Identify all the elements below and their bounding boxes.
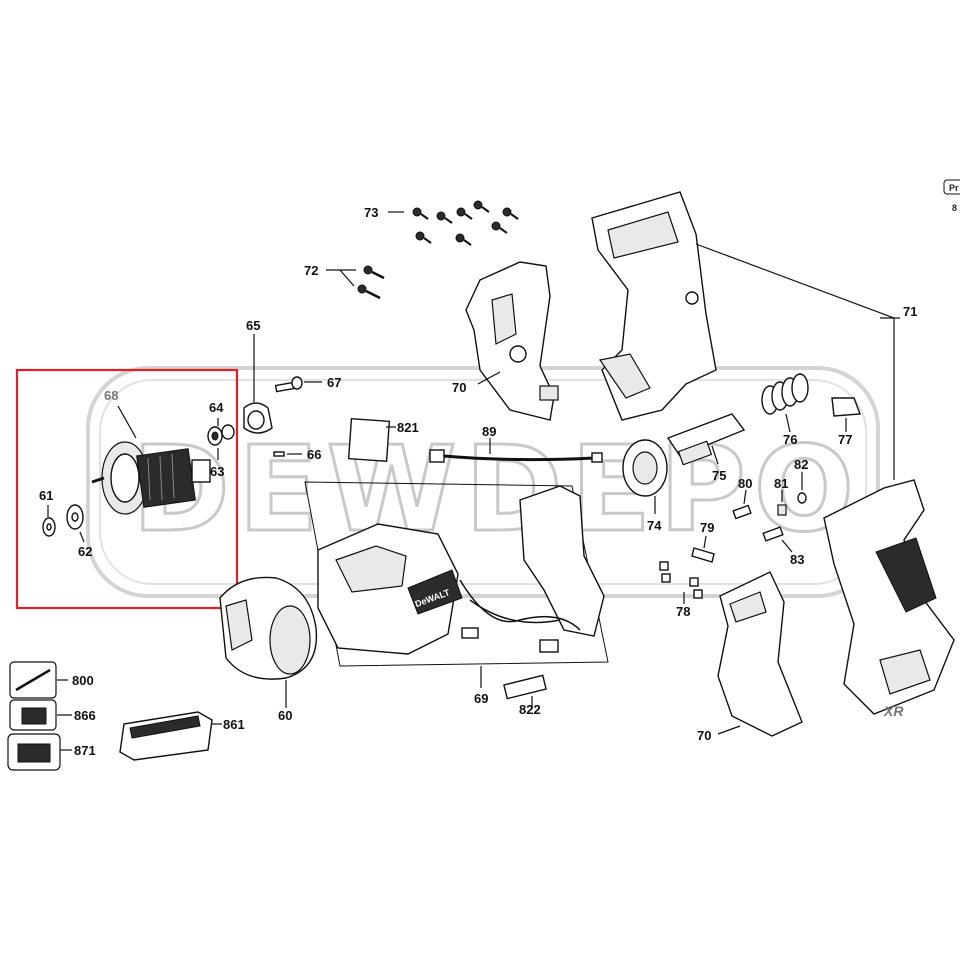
label-83: 83 bbox=[790, 552, 804, 567]
label-64: 64 bbox=[209, 400, 224, 415]
tool-brand-mark: XR bbox=[883, 703, 904, 719]
label-60: 60 bbox=[278, 708, 292, 723]
accessory-charger-871 bbox=[7, 733, 72, 771]
watermark: DEWDEPO bbox=[86, 366, 880, 598]
part-labels: 68 64 63 61 62 65 67 66 73 72 70 71 821 … bbox=[39, 205, 917, 758]
label-822: 822 bbox=[519, 702, 541, 717]
plate-part-79 bbox=[691, 535, 715, 563]
label-63: 63 bbox=[210, 464, 224, 479]
label-62: 62 bbox=[78, 544, 92, 559]
label-78: 78 bbox=[676, 604, 690, 619]
spring-part-76 bbox=[761, 373, 809, 433]
label-79: 79 bbox=[700, 520, 714, 535]
corner-note-line1: Pr bbox=[949, 183, 959, 193]
gear-housing-60 bbox=[219, 576, 318, 708]
screw-set-72 bbox=[326, 265, 385, 300]
housing-half-70-lower bbox=[717, 571, 803, 737]
label-70-lower: 70 bbox=[697, 728, 711, 743]
clip-part-77 bbox=[831, 397, 861, 432]
brush-set-78 bbox=[659, 561, 703, 604]
bearing-parts bbox=[207, 418, 235, 460]
washer-parts bbox=[42, 504, 85, 543]
armature-part-68 bbox=[91, 405, 211, 515]
motor-housing-69: DeWALT bbox=[304, 481, 609, 688]
label-73: 73 bbox=[364, 205, 378, 220]
small-parts-80-83 bbox=[732, 472, 807, 553]
label-69: 69 bbox=[474, 691, 488, 706]
pin-part-66 bbox=[273, 451, 302, 457]
label-65: 65 bbox=[246, 318, 260, 333]
watermark-text: DEWDEPO bbox=[132, 420, 862, 558]
switch-part-75 bbox=[666, 413, 746, 466]
label-74: 74 bbox=[647, 518, 662, 533]
label-871: 871 bbox=[74, 743, 96, 758]
label-800: 800 bbox=[72, 673, 94, 688]
housing-half-71 bbox=[591, 191, 900, 480]
label-61: 61 bbox=[39, 488, 53, 503]
label-71: 71 bbox=[903, 304, 917, 319]
assembled-tool-71: XR bbox=[823, 479, 955, 719]
accessory-case-861 bbox=[119, 711, 222, 761]
armature-highlight-box bbox=[15, 368, 239, 610]
label-part-822 bbox=[503, 674, 547, 708]
label-part-821 bbox=[347, 417, 396, 463]
label-70-upper: 70 bbox=[452, 380, 466, 395]
label-68: 68 bbox=[104, 388, 118, 403]
label-866: 866 bbox=[74, 708, 96, 723]
ring-part-74 bbox=[622, 439, 668, 514]
label-67: 67 bbox=[327, 375, 341, 390]
label-81: 81 bbox=[774, 476, 788, 491]
label-66: 66 bbox=[307, 447, 321, 462]
accessory-battery-866 bbox=[9, 699, 72, 731]
label-76: 76 bbox=[783, 432, 797, 447]
corner-note-line2: 8 bbox=[952, 203, 957, 213]
label-82: 82 bbox=[794, 457, 808, 472]
label-821: 821 bbox=[397, 420, 419, 435]
label-80: 80 bbox=[738, 476, 752, 491]
corner-note: Pr 8 bbox=[943, 179, 960, 213]
label-861: 861 bbox=[223, 717, 245, 732]
cable-part-89 bbox=[429, 438, 603, 463]
bracket-part-65 bbox=[243, 334, 273, 434]
accessory-bit-800 bbox=[9, 661, 68, 699]
screw-part-67 bbox=[274, 376, 322, 393]
label-77: 77 bbox=[838, 432, 852, 447]
screw-set-73 bbox=[388, 200, 519, 246]
label-89: 89 bbox=[482, 424, 496, 439]
label-72: 72 bbox=[304, 263, 318, 278]
housing-half-70-upper bbox=[465, 261, 559, 421]
label-75: 75 bbox=[712, 468, 726, 483]
